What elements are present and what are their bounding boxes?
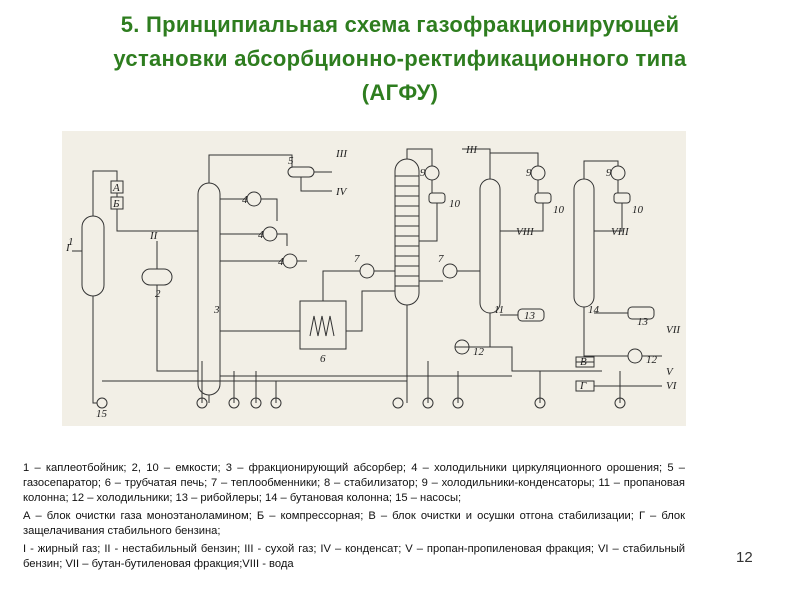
butane-column-14 bbox=[573, 178, 595, 308]
propane-column-11 bbox=[479, 178, 501, 314]
label-eq-4b: 4 bbox=[258, 229, 264, 241]
condenser-9-c bbox=[610, 165, 626, 181]
label-eq-3: 3 bbox=[213, 304, 220, 316]
stream-iv: IV bbox=[335, 186, 348, 198]
condenser-9-b bbox=[530, 165, 546, 181]
stream-i: I bbox=[65, 242, 71, 254]
label-eq-13a: 13 bbox=[524, 310, 536, 322]
block-label-a: А bbox=[112, 182, 120, 194]
block-label-v: В bbox=[580, 356, 587, 368]
heat-exchanger-7-a bbox=[359, 263, 375, 279]
stream-iii-a: III bbox=[335, 148, 348, 160]
receiver-10-c bbox=[613, 192, 631, 204]
stream-numerals: I II III IV III VIII VIII VII V VI bbox=[65, 144, 681, 392]
block-label-b: Б bbox=[112, 198, 120, 210]
label-eq-1: 1 bbox=[68, 236, 74, 248]
legend-equipment: 1 – каплеотбойник; 2, 10 – емкости; 3 – … bbox=[23, 462, 685, 504]
vessel-2 bbox=[141, 268, 173, 286]
label-eq-14: 14 bbox=[588, 304, 600, 316]
legend-streams: I - жирный газ; II - нестабильный бензин… bbox=[23, 543, 685, 570]
label-eq-15: 15 bbox=[96, 408, 108, 420]
process-flow-scheme: 1 2 3 4 4 4 5 6 7 7 9 9 9 10 10 10 11 12… bbox=[62, 131, 686, 426]
stream-vii: VII bbox=[666, 324, 681, 336]
label-eq-10c: 10 bbox=[632, 204, 644, 216]
absorber-3 bbox=[197, 182, 221, 396]
stream-ii: II bbox=[149, 230, 159, 242]
label-eq-2: 2 bbox=[155, 288, 161, 300]
furnace-6 bbox=[299, 300, 347, 350]
separator-1-vessel bbox=[81, 215, 105, 297]
page-number: 12 bbox=[736, 549, 753, 566]
label-eq-7a: 7 bbox=[354, 253, 360, 265]
label-eq-5: 5 bbox=[288, 155, 294, 167]
legend: 1 – каплеотбойник; 2, 10 – емкости; 3 – … bbox=[23, 461, 685, 575]
label-eq-13b: 13 bbox=[637, 316, 649, 328]
label-eq-6: 6 bbox=[320, 353, 326, 365]
title-line-1: 5. Принципиальная схема газофракционирую… bbox=[120, 12, 680, 37]
gas-separator-5 bbox=[287, 166, 315, 178]
label-eq-4c: 4 bbox=[278, 256, 284, 268]
label-eq-7b: 7 bbox=[438, 253, 444, 265]
pump-15-f bbox=[392, 397, 404, 409]
block-letters: А Б В Г bbox=[112, 182, 587, 392]
cooler-12-b bbox=[627, 348, 643, 364]
receiver-10-b bbox=[534, 192, 552, 204]
receiver-10-a bbox=[428, 192, 446, 204]
stabilizer-8 bbox=[394, 158, 420, 306]
label-eq-11: 11 bbox=[494, 304, 504, 316]
heat-exchanger-7-b bbox=[442, 263, 458, 279]
label-eq-4a: 4 bbox=[242, 194, 248, 206]
label-eq-9b: 9 bbox=[526, 167, 532, 179]
condenser-9-a bbox=[424, 165, 440, 181]
label-eq-10a: 10 bbox=[449, 198, 461, 210]
title-line-3: (АГФУ) bbox=[361, 80, 439, 105]
label-eq-10b: 10 bbox=[553, 204, 565, 216]
block-label-g: Г bbox=[579, 380, 587, 392]
pump-15-a bbox=[96, 397, 108, 409]
scheme-drawing: 1 2 3 4 4 4 5 6 7 7 9 9 9 10 10 10 11 12… bbox=[65, 144, 681, 420]
label-eq-12a: 12 bbox=[473, 346, 485, 358]
stream-vi: VI bbox=[666, 380, 678, 392]
label-eq-12b: 12 bbox=[646, 354, 658, 366]
slide-title: 5. Принципиальная схема газофракционирую… bbox=[20, 8, 780, 110]
label-eq-9c: 9 bbox=[606, 167, 612, 179]
title-line-2: установки абсорбционно-ректификационного… bbox=[113, 46, 687, 71]
legend-blocks: А – блок очистки газа моноэтаноламином; … bbox=[23, 510, 685, 537]
equipment-numbers: 1 2 3 4 4 4 5 6 7 7 9 9 9 10 10 10 11 12… bbox=[68, 155, 658, 420]
cooler-4-b bbox=[262, 226, 278, 242]
stream-iii-b: III bbox=[465, 144, 478, 156]
cooler-4-a bbox=[246, 191, 262, 207]
stream-viii-b: VIII bbox=[611, 226, 630, 238]
cooler-4-c bbox=[282, 253, 298, 269]
stream-viii-a: VIII bbox=[516, 226, 535, 238]
label-eq-9a: 9 bbox=[420, 167, 426, 179]
stream-v: V bbox=[666, 366, 674, 378]
